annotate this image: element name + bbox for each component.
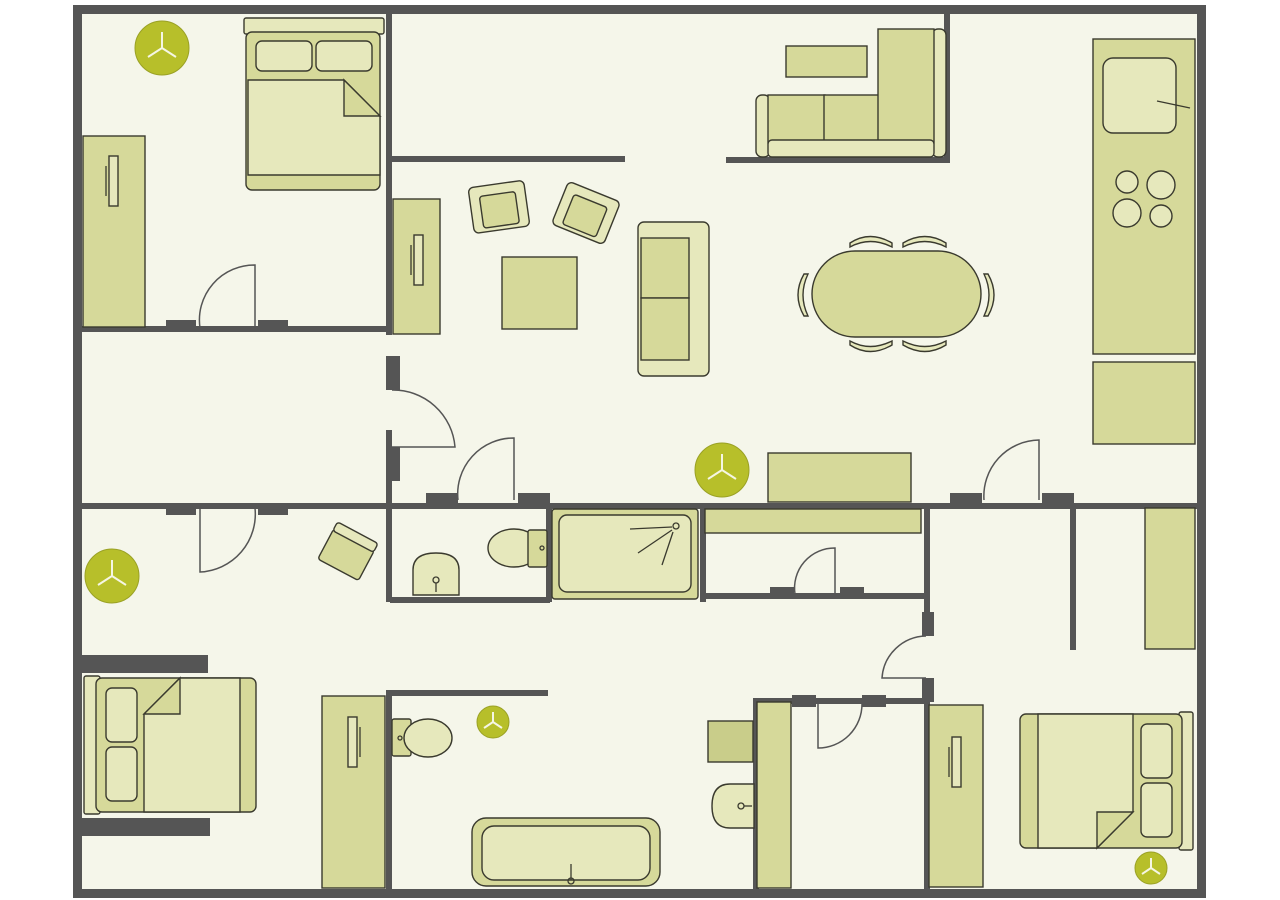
plant-icon xyxy=(476,705,510,739)
door-small-bath xyxy=(456,437,515,501)
toilet-small-bath xyxy=(487,528,548,568)
sofa-living xyxy=(637,221,710,377)
tv-stand xyxy=(785,45,868,78)
door-top-left-bedroom xyxy=(198,264,256,329)
plants xyxy=(84,20,1168,885)
dining-table xyxy=(797,235,995,353)
wardrobe-bathroom xyxy=(321,695,386,889)
coffee-table xyxy=(501,256,578,330)
door-living-room xyxy=(391,389,456,448)
stool xyxy=(318,522,378,581)
door-hall-left xyxy=(199,507,257,573)
outer-walls xyxy=(73,5,1206,898)
plant-icon xyxy=(694,442,750,498)
utility-cabinet xyxy=(756,701,792,889)
sink-utility xyxy=(711,783,755,829)
door-utility xyxy=(817,703,863,749)
console-table xyxy=(767,452,912,503)
armchair-2 xyxy=(552,181,620,245)
door-jambs xyxy=(166,320,1074,707)
plant-icon xyxy=(134,20,190,76)
door-storage xyxy=(793,547,836,595)
bed-bottom-left xyxy=(83,675,257,815)
wardrobe-bottom-right xyxy=(928,704,984,888)
armchair-1 xyxy=(468,180,530,234)
plant-icon xyxy=(84,548,140,604)
bathtub-bottom xyxy=(471,817,661,887)
wardrobe-top-left xyxy=(82,135,146,328)
doors xyxy=(198,264,1040,749)
interior-walls xyxy=(78,5,1200,894)
bathtub-middle xyxy=(551,508,699,600)
door-right-hall xyxy=(881,635,927,679)
corner-sofa xyxy=(755,28,947,158)
storage-shelf xyxy=(704,508,922,534)
toilet-bottom-bath xyxy=(391,718,453,758)
bed-top-left xyxy=(243,17,385,191)
wardrobe-living xyxy=(392,198,441,335)
right-cabinet xyxy=(1144,507,1196,650)
door-kitchen xyxy=(983,439,1040,501)
plant-icon xyxy=(1134,851,1168,885)
kitchen-cabinet xyxy=(1092,361,1196,445)
bed-bottom-right xyxy=(1019,711,1194,851)
sink-small-bath xyxy=(412,552,460,596)
washing-machine xyxy=(707,720,754,763)
kitchen-counter xyxy=(1092,38,1196,355)
